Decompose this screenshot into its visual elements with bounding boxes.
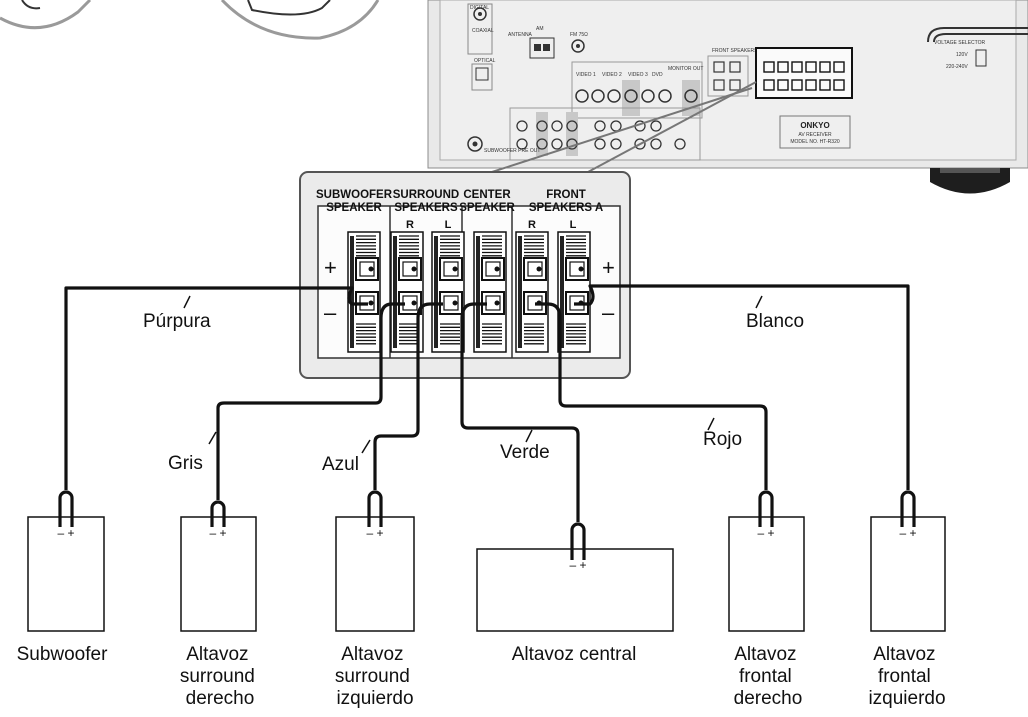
speaker-caption-surround-left: Altavoz surround izquierdo xyxy=(335,644,415,709)
jack-label: MONITOR OUT xyxy=(668,66,703,72)
polarity-mark: – + xyxy=(757,526,774,540)
speaker-box-subwoofer xyxy=(27,516,105,632)
jack-label: FRONT SPEAKERS B xyxy=(712,48,763,54)
jack-label: 220-240V xyxy=(946,64,968,70)
receiver-rear-panel: DIGITAL COAXIAL OPTICAL ANTENNA AM FM 75… xyxy=(427,0,1028,194)
channel-label: R xyxy=(528,219,536,231)
jack-label: VIDEO 1 xyxy=(576,72,596,78)
wire-label-purpura: Púrpura xyxy=(143,311,211,332)
jack-label: AM xyxy=(536,26,544,32)
speaker-caption-front-right: Altavoz frontal derecho xyxy=(734,644,803,709)
speaker-wires xyxy=(64,284,910,522)
terminal-column xyxy=(431,231,465,353)
polarity-mark: – + xyxy=(899,526,916,540)
wire-label-verde: Verde xyxy=(500,442,550,463)
wire-label-blanco: Blanco xyxy=(746,311,804,332)
label-leaders xyxy=(183,295,763,454)
section-label: SPEAKERS xyxy=(394,202,458,214)
plus-sign: + xyxy=(324,255,337,280)
polarity-mark: – + xyxy=(57,526,74,540)
wire-grey xyxy=(216,302,405,500)
jack-label: SUBWOOFER PRE OUT xyxy=(484,148,540,154)
polarity-mark: – + xyxy=(209,526,226,540)
jack-label: VIDEO 3 xyxy=(628,72,648,78)
speaker-terminal-panel: SUBWOOFER SPEAKER SURROUND SPEAKERS CENT… xyxy=(299,171,631,379)
terminal-column xyxy=(557,231,591,353)
speaker-boxes xyxy=(27,516,946,632)
section-label: CENTER xyxy=(463,189,511,201)
model-line: MODEL NO. HT-R320 xyxy=(790,139,839,145)
jack-label: ANTENNA xyxy=(508,32,533,38)
cropped-icon-circles xyxy=(0,0,380,40)
section-label: SURROUND xyxy=(393,189,459,201)
brand-logo: ONKYO xyxy=(800,121,829,130)
section-label: SPEAKERS A xyxy=(529,202,603,214)
speaker-box-center xyxy=(476,548,674,632)
speaker-caption-subwoofer: Subwoofer xyxy=(17,644,109,665)
jack-label: FM 75Ω xyxy=(570,32,588,38)
terminal-columns xyxy=(347,231,591,353)
section-label: FRONT xyxy=(546,189,586,201)
jack-label: OPTICAL xyxy=(474,58,496,64)
section-label: SUBWOOFER xyxy=(316,189,393,201)
terminal-column xyxy=(473,231,507,353)
jack-label: DIGITAL xyxy=(470,5,489,11)
wire-purple xyxy=(64,286,368,490)
wire-label-rojo: Rojo xyxy=(703,429,742,450)
speaker-wire-loops xyxy=(58,490,916,560)
wire-label-azul: Azul xyxy=(322,454,359,475)
minus-sign: – xyxy=(602,300,615,325)
jack-label: VOLTAGE SELECTOR xyxy=(934,40,986,46)
wire-green xyxy=(460,302,580,522)
speaker-caption-surround-right: Altavoz surround derecho xyxy=(180,644,260,709)
wire-label-gris: Gris xyxy=(168,453,203,474)
wire-red xyxy=(535,302,768,490)
wire-blue xyxy=(373,302,443,490)
speaker-box-surround-left xyxy=(335,516,415,632)
terminal-column xyxy=(515,231,549,353)
channel-label: L xyxy=(570,219,577,231)
speaker-box-surround-right xyxy=(180,516,257,632)
speaker-caption-front-left: Altavoz frontal izquierdo xyxy=(868,644,945,709)
model-line: AV RECEIVER xyxy=(798,132,832,138)
polarity-mark: – + xyxy=(569,558,586,572)
polarity-mark: – + xyxy=(366,526,383,540)
zoom-callout-lines xyxy=(491,81,757,173)
jack-label: 120V xyxy=(956,52,968,58)
channel-label: L xyxy=(445,219,452,231)
speaker-box-front-right xyxy=(728,516,805,632)
terminal-column xyxy=(347,231,381,353)
terminal-column xyxy=(390,231,424,353)
jack-label: COAXIAL xyxy=(472,28,494,34)
jack-label: DVD xyxy=(652,72,663,78)
wire-white xyxy=(574,284,910,490)
jack-label: VIDEO 2 xyxy=(602,72,622,78)
plus-sign: + xyxy=(602,255,615,280)
speaker-box-front-left xyxy=(870,516,946,632)
section-label: SPEAKER xyxy=(459,202,515,214)
section-label: SPEAKER xyxy=(326,202,382,214)
minus-sign: – xyxy=(324,300,337,325)
speaker-caption-center: Altavoz central xyxy=(512,644,637,665)
channel-label: R xyxy=(406,219,414,231)
